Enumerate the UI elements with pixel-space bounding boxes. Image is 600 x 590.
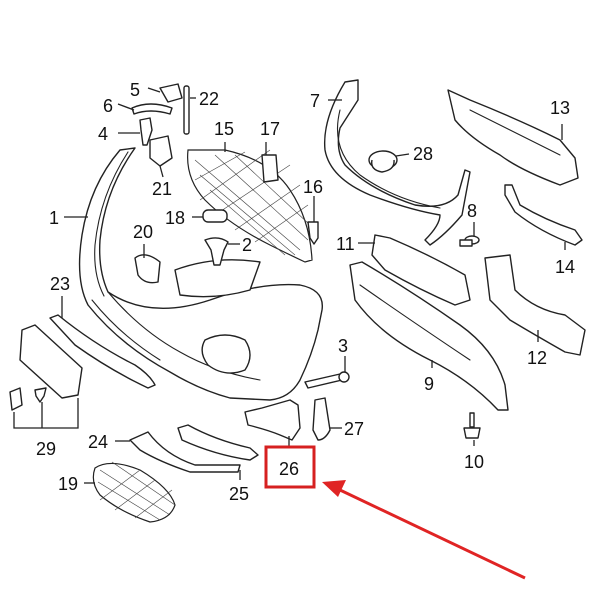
small-parts-upper-left — [131, 83, 190, 167]
callout-12: 12 — [527, 348, 547, 368]
callout-labels: 1 2 3 4 5 6 7 8 9 10 11 12 13 14 15 16 1… — [36, 80, 575, 504]
callout-28: 28 — [413, 144, 433, 164]
callout-18: 18 — [165, 208, 185, 228]
part-mounting-panel-11 — [371, 234, 471, 306]
part-lower-trims — [129, 424, 259, 473]
callout-20: 20 — [133, 222, 153, 242]
part-lower-reinforcement — [349, 261, 509, 411]
callout-15: 15 — [214, 119, 234, 139]
callout-24: 24 — [88, 432, 108, 452]
callout-27: 27 — [344, 419, 364, 439]
part-upper-frame — [323, 79, 471, 246]
part-lower-grille-opening — [174, 259, 261, 298]
callout-3: 3 — [338, 336, 348, 356]
part-side-bracket-12 — [484, 254, 586, 356]
callout-5: 5 — [130, 80, 140, 100]
part-license-bracket — [9, 324, 83, 411]
callout-25: 25 — [229, 484, 249, 504]
callout-11: 11 — [336, 234, 355, 254]
part-center-grille — [187, 149, 313, 263]
part-bracket-14 — [504, 184, 583, 246]
small-parts-center — [134, 154, 319, 284]
part-trim-27 — [312, 397, 331, 441]
callout-13: 13 — [550, 98, 570, 118]
part-upper-support — [447, 89, 579, 186]
callout-26: 26 — [279, 459, 299, 479]
part-sensor — [368, 150, 398, 173]
callout-23: 23 — [50, 274, 70, 294]
callout-14: 14 — [555, 257, 575, 277]
callout-2: 2 — [242, 235, 252, 255]
callout-10: 10 — [464, 452, 484, 472]
callout-19: 19 — [58, 474, 78, 494]
highlight-box — [264, 445, 316, 489]
part-screw-10 — [463, 412, 481, 439]
callout-17: 17 — [260, 119, 280, 139]
part-fog-grille — [92, 461, 176, 523]
callout-1: 1 — [49, 208, 59, 228]
callout-8: 8 — [467, 201, 477, 221]
part-bolt-3 — [304, 371, 350, 389]
callout-21: 21 — [152, 179, 172, 199]
callout-4: 4 — [98, 124, 108, 144]
part-bolt-8 — [459, 235, 480, 247]
callout-9: 9 — [424, 374, 434, 394]
part-bracket-26 — [244, 399, 301, 441]
callout-29: 29 — [36, 439, 56, 459]
callout-7: 7 — [310, 91, 320, 111]
callout-22: 22 — [199, 89, 219, 109]
leader-lines — [13, 87, 566, 484]
part-bumper-cover — [78, 147, 324, 401]
red-arrow — [322, 480, 526, 580]
callout-6: 6 — [103, 96, 113, 116]
callout-16: 16 — [303, 177, 323, 197]
part-deflector-strip — [49, 314, 156, 389]
